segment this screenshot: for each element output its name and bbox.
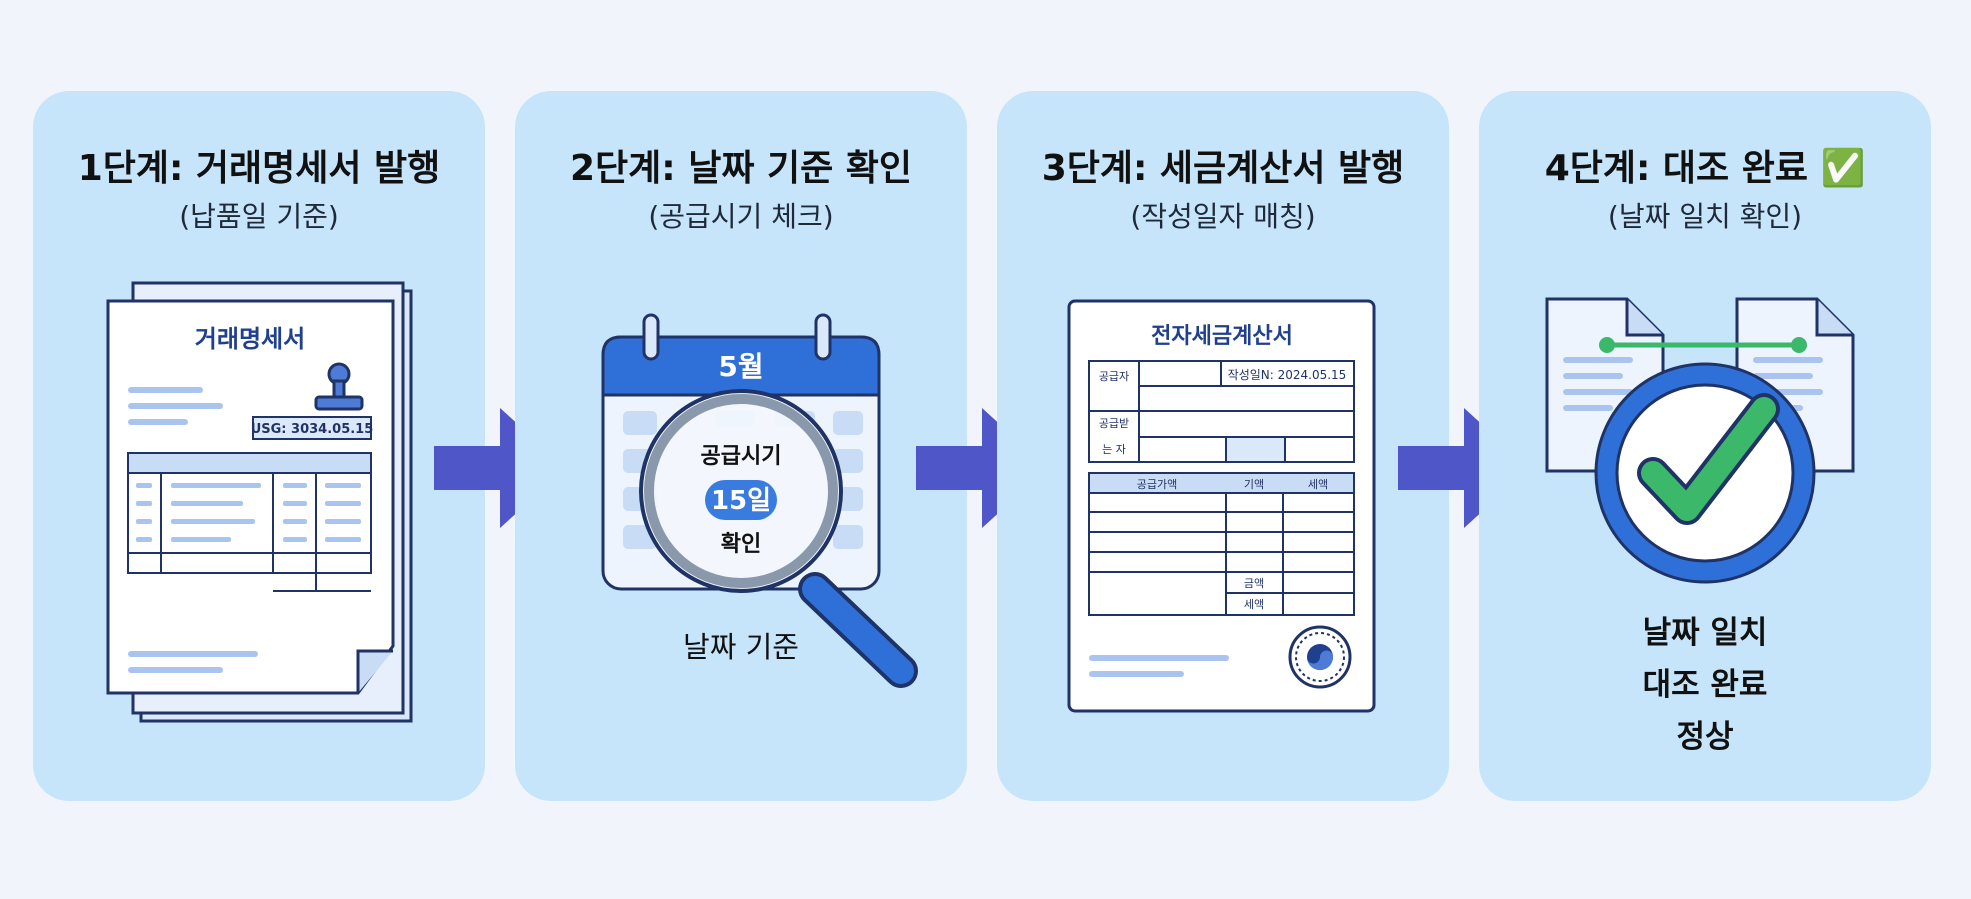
- result-line-3: 정상: [1676, 719, 1734, 755]
- svg-text:공급자: 공급자: [1099, 370, 1129, 383]
- svg-text:세액: 세액: [1244, 598, 1264, 611]
- svg-text:공급받: 공급받: [1099, 417, 1129, 430]
- step-3-subtitle: (작성일자 매칭): [1130, 200, 1316, 233]
- match-result-text: 날짜 일치 대조 완료 정상: [1479, 607, 1931, 763]
- step-3-panel: 3단계: 세금계산서 발행 (작성일자 매칭) 전자세금계산서 공급자 작성일: [997, 91, 1449, 801]
- tax-invoice-illustration: 전자세금계산서 공급자 작성일N: 2024.05.15 공급받 는 자 공급가…: [1067, 299, 1376, 713]
- step-2-panel: 2단계: 날짜 기준 확인 (공급시기 체크) 5월 공급시기 15일 확인 날…: [515, 91, 967, 801]
- result-line-2: 대조 완료: [1642, 667, 1768, 703]
- step-3-title: 3단계: 세금계산서 발행: [1041, 148, 1405, 189]
- highlighted-day: 15일: [711, 486, 771, 516]
- svg-text:USG: 3034.05.15: USG: 3034.05.15: [251, 422, 374, 437]
- svg-text:작성일N: 2024.05.15: 작성일N: 2024.05.15: [1228, 368, 1347, 382]
- doc-title: 거래명세서: [195, 325, 305, 353]
- svg-text:금액: 금액: [1244, 577, 1264, 590]
- official-seal-icon: [1288, 625, 1352, 689]
- stamp-icon: [314, 362, 364, 411]
- svg-text:확인: 확인: [721, 532, 761, 557]
- checkmark-icon: [1594, 362, 1816, 584]
- step-1-title: 1단계: 거래명세서 발행: [77, 148, 441, 189]
- step-4-title: 4단계: 대조 완료 ✅: [1544, 148, 1866, 189]
- transaction-statement-illustration: 거래명세서 USG: 3034.05.15: [106, 281, 413, 723]
- step-2-title: 2단계: 날짜 기준 확인: [569, 148, 912, 189]
- step-1-panel: 1단계: 거래명세서 발행 (납품일 기준) 거래명세서 USG: 3034.0…: [33, 91, 485, 801]
- svg-text:공급가액: 공급가액: [1137, 478, 1177, 491]
- svg-text:공급시기: 공급시기: [701, 444, 782, 469]
- magnifier-icon: [639, 389, 918, 688]
- svg-text:세액: 세액: [1308, 478, 1328, 491]
- match-complete-illustration: [1545, 297, 1855, 584]
- svg-text:기액: 기액: [1244, 478, 1264, 491]
- date-basis-caption: 날짜 기준: [683, 630, 799, 664]
- step-4-panel: 4단계: 대조 완료 ✅ (날짜 일치 확인) 날짜 일치 대조 완: [1479, 91, 1931, 801]
- step-4-subtitle: (날짜 일치 확인): [1607, 200, 1803, 233]
- svg-text:는 자: 는 자: [1102, 443, 1126, 456]
- step-1-subtitle: (납품일 기준): [179, 200, 339, 233]
- calendar-magnifier-illustration: 5월 공급시기 15일 확인 날짜 기준: [601, 313, 918, 688]
- result-line-1: 날짜 일치: [1642, 615, 1768, 651]
- doc-title: 전자세금계산서: [1151, 324, 1293, 349]
- calendar-month: 5월: [718, 350, 763, 383]
- step-2-subtitle: (공급시기 체크): [648, 200, 834, 233]
